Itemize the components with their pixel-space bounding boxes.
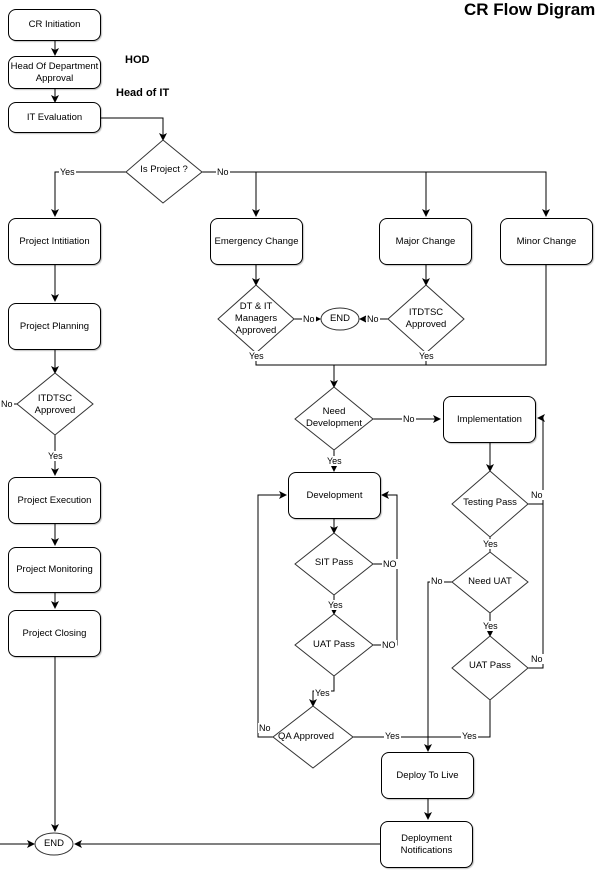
label-need-dev-yes: Yes xyxy=(326,456,343,466)
label-is-project-no: No xyxy=(216,167,230,177)
node-project-closing[interactable]: Project Closing xyxy=(8,610,101,657)
label-need-dev-no: No xyxy=(402,414,416,424)
diagram-title: CR Flow Digram xyxy=(464,0,596,19)
node-cr-initiation[interactable]: CR Initiation xyxy=(8,9,101,41)
edge-isproject-yes xyxy=(51,171,126,217)
node-it-evaluation[interactable]: IT Evaluation xyxy=(8,102,101,133)
diamond-testing-pass xyxy=(451,470,529,538)
label-uat-dev-yes: Yes xyxy=(314,688,331,698)
node-emergency-change[interactable]: Emergency Change xyxy=(210,218,303,265)
label-qa-no: No xyxy=(258,723,272,733)
diamond-qa-approved xyxy=(272,705,354,769)
label-qa-yes: Yes xyxy=(384,731,401,741)
label-is-project-yes: Yes xyxy=(59,167,76,177)
edge-qa-no xyxy=(257,491,287,738)
node-end-bottom[interactable]: END xyxy=(43,838,65,849)
node-project-initiation[interactable]: Project Intitiation xyxy=(8,218,101,265)
label-itdtsc-project-yes: Yes xyxy=(47,451,64,461)
label-need-uat-no: No xyxy=(430,576,444,586)
label-uat-impl-yes: Yes xyxy=(461,731,478,741)
node-uat-pass-dev[interactable]: UAT Pass xyxy=(313,639,355,650)
label-uat-dev-no: NO xyxy=(381,640,397,650)
edge-needuat-no xyxy=(424,581,452,752)
annotation-head-of-it: Head of IT xyxy=(116,87,170,99)
label-itdtsc-major-yes: Yes xyxy=(418,351,435,361)
edge-isproject-no xyxy=(202,171,550,217)
edge-testing-no xyxy=(528,414,545,505)
node-project-monitoring[interactable]: Project Monitoring xyxy=(8,547,101,593)
end-oval-bottom xyxy=(34,832,74,856)
diamond-need-development xyxy=(294,386,374,451)
edge-uatimpl-no xyxy=(528,504,544,669)
label-need-uat-yes: Yes xyxy=(482,621,499,631)
node-project-execution[interactable]: Project Execution xyxy=(8,477,101,524)
node-minor-change[interactable]: Minor Change xyxy=(500,218,593,265)
node-implementation[interactable]: Implementation xyxy=(443,396,536,443)
node-testing-pass[interactable]: Testing Pass xyxy=(463,497,517,508)
diamond-need-uat xyxy=(451,551,529,614)
node-qa-approved[interactable]: QA Approved xyxy=(278,731,334,742)
annotation-hod: HOD xyxy=(125,54,150,66)
node-deployment-notifications[interactable]: Deployment Notifications xyxy=(380,821,473,868)
node-sit-pass[interactable]: SIT Pass xyxy=(314,557,354,568)
label-testing-no: No xyxy=(530,490,544,500)
label-itdtsc-project-no: No xyxy=(0,399,14,409)
node-itdtsc-approved-major[interactable]: ITDTSC Approved xyxy=(405,307,447,330)
label-itdtsc-major-no: No xyxy=(366,314,380,324)
label-dt-it-no: No xyxy=(302,314,316,324)
label-sit-yes: Yes xyxy=(327,600,344,610)
node-need-uat[interactable]: Need UAT xyxy=(468,576,512,587)
diamond-is-project xyxy=(125,139,203,204)
node-is-project[interactable]: Is Project ? xyxy=(140,164,188,175)
label-testing-yes: Yes xyxy=(482,539,499,549)
diamond-uat-pass-impl xyxy=(451,635,529,701)
node-hod-approval[interactable]: Head Of Department Approval xyxy=(8,56,101,89)
node-need-development[interactable]: Need Development xyxy=(306,406,362,429)
diamond-uat-pass-dev xyxy=(294,613,374,677)
label-uat-impl-no: No xyxy=(530,654,544,664)
node-development[interactable]: Development xyxy=(288,472,381,519)
edge-uat-no xyxy=(373,564,398,646)
node-uat-pass-impl[interactable]: UAT Pass xyxy=(469,660,511,671)
node-itdtsc-approved-project[interactable]: ITDTSC Approved xyxy=(34,393,76,416)
diamond-itdtsc-project xyxy=(16,372,94,436)
end-oval-top xyxy=(320,307,360,331)
node-major-change[interactable]: Major Change xyxy=(379,218,472,265)
label-sit-no: NO xyxy=(382,559,398,569)
edge-it-to-isproject xyxy=(101,117,167,141)
node-dt-it-managers-approved[interactable]: DT & IT Managers Approved xyxy=(234,301,278,336)
label-dt-it-yes: Yes xyxy=(248,351,265,361)
node-project-planning[interactable]: Project Planning xyxy=(8,303,101,350)
node-end-top[interactable]: END xyxy=(329,313,351,324)
diamond-sit-pass xyxy=(294,532,374,596)
node-deploy-to-live[interactable]: Deploy To Live xyxy=(381,752,474,799)
